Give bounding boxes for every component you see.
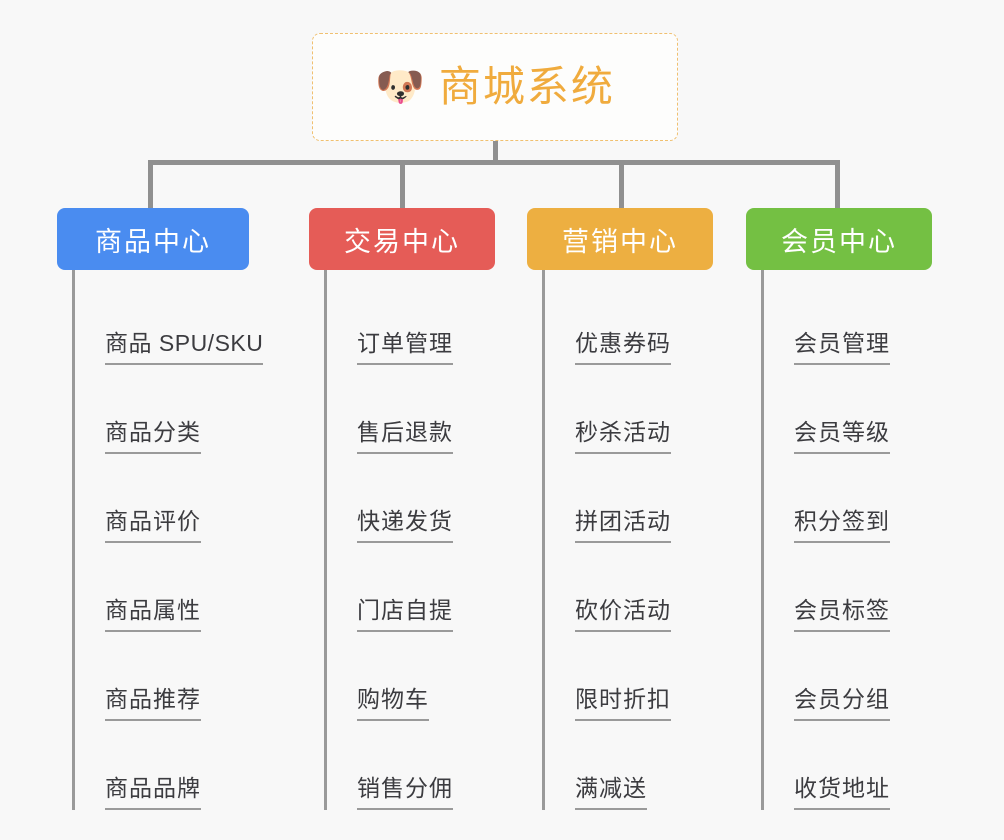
leaf-item[interactable]: 会员标签 [764, 543, 938, 632]
leaf-label: 拼团活动 [575, 502, 671, 543]
leaf-item[interactable]: 满减送 [545, 721, 719, 810]
leaf-label: 限时折扣 [575, 680, 671, 721]
leaf-label: 商品属性 [105, 591, 201, 632]
category-label-4: 会员中心 [781, 226, 897, 257]
leaf-item[interactable]: 收货地址 [764, 721, 938, 810]
leaf-item[interactable]: 商品属性 [75, 543, 249, 632]
leaf-label: 购物车 [357, 680, 429, 721]
leaf-item[interactable]: 门店自提 [327, 543, 501, 632]
leaf-label: 积分签到 [794, 502, 890, 543]
leaf-label: 商品品牌 [105, 769, 201, 810]
leaf-item[interactable]: 商品推荐 [75, 632, 249, 721]
leaf-label: 快递发货 [357, 502, 453, 543]
root-node[interactable]: 🐶 商城系统 [312, 33, 678, 141]
leaf-label: 砍价活动 [575, 591, 671, 632]
leaf-label: 售后退款 [357, 413, 453, 454]
category-label-3: 营销中心 [562, 226, 678, 257]
leaf-item[interactable]: 快递发货 [327, 454, 501, 543]
connector-drop-1 [148, 160, 153, 208]
leaf-item[interactable]: 会员等级 [764, 365, 938, 454]
category-header-3[interactable]: 营销中心 [527, 208, 713, 270]
leaf-item[interactable]: 商品评价 [75, 454, 249, 543]
connector-drop-3 [619, 160, 624, 208]
leaf-item[interactable]: 会员管理 [764, 276, 938, 365]
category-label-1: 商品中心 [95, 226, 211, 257]
leaf-label: 商品 SPU/SKU [105, 324, 264, 365]
leaf-item[interactable]: 销售分佣 [327, 721, 501, 810]
leaf-item[interactable]: 商品 SPU/SKU [75, 276, 264, 365]
branch-spine-3: 优惠券码 秒杀活动 拼团活动 砍价活动 限时折扣 满减送 [542, 270, 719, 810]
leaf-item[interactable]: 砍价活动 [545, 543, 719, 632]
leaf-item[interactable]: 商品品牌 [75, 721, 249, 810]
leaf-label: 会员标签 [794, 591, 890, 632]
leaf-item[interactable]: 拼团活动 [545, 454, 719, 543]
leaf-item[interactable]: 商品分类 [75, 365, 249, 454]
root-title: 商城系统 [438, 63, 615, 110]
leaf-label: 满减送 [575, 769, 647, 810]
leaf-label: 商品推荐 [105, 680, 201, 721]
leaf-label: 会员管理 [794, 324, 890, 365]
connector-horizontal-bus [148, 160, 840, 165]
leaf-label: 门店自提 [357, 591, 453, 632]
leaf-label: 收货地址 [794, 769, 890, 810]
branch-spine-4: 会员管理 会员等级 积分签到 会员标签 会员分组 收货地址 [761, 270, 938, 810]
branch-spine-1: 商品 SPU/SKU 商品分类 商品评价 商品属性 商品推荐 商品品牌 [72, 270, 264, 810]
leaf-label: 会员分组 [794, 680, 890, 721]
branch-column-2: 交易中心 订单管理 售后退款 快递发货 门店自提 购物车 销售分佣 [309, 208, 501, 810]
leaf-label: 销售分佣 [357, 769, 453, 810]
category-label-2: 交易中心 [344, 226, 460, 257]
branch-column-4: 会员中心 会员管理 会员等级 积分签到 会员标签 会员分组 收货地址 [746, 208, 938, 810]
leaf-item[interactable]: 售后退款 [327, 365, 501, 454]
leaf-item[interactable]: 积分签到 [764, 454, 938, 543]
category-header-4[interactable]: 会员中心 [746, 208, 932, 270]
branch-column-3: 营销中心 优惠券码 秒杀活动 拼团活动 砍价活动 限时折扣 满减送 [527, 208, 719, 810]
leaf-label: 秒杀活动 [575, 413, 671, 454]
connector-drop-2 [400, 160, 405, 208]
leaf-item[interactable]: 购物车 [327, 632, 501, 721]
category-header-1[interactable]: 商品中心 [57, 208, 249, 270]
leaf-item[interactable]: 会员分组 [764, 632, 938, 721]
connector-drop-4 [835, 160, 840, 208]
leaf-label: 订单管理 [357, 324, 453, 365]
leaf-item[interactable]: 订单管理 [327, 276, 501, 365]
leaf-label: 商品评价 [105, 502, 201, 543]
leaf-item[interactable]: 优惠券码 [545, 276, 719, 365]
branch-column-1: 商品中心 商品 SPU/SKU 商品分类 商品评价 商品属性 商品推荐 商品品牌 [57, 208, 264, 810]
leaf-item[interactable]: 限时折扣 [545, 632, 719, 721]
leaf-label: 优惠券码 [575, 324, 671, 365]
connector-root-stem [493, 141, 498, 165]
leaf-label: 商品分类 [105, 413, 201, 454]
leaf-item[interactable]: 秒杀活动 [545, 365, 719, 454]
category-header-2[interactable]: 交易中心 [309, 208, 495, 270]
branch-spine-2: 订单管理 售后退款 快递发货 门店自提 购物车 销售分佣 [324, 270, 501, 810]
leaf-label: 会员等级 [794, 413, 890, 454]
shiba-dog-face-icon: 🐶 [375, 65, 425, 109]
